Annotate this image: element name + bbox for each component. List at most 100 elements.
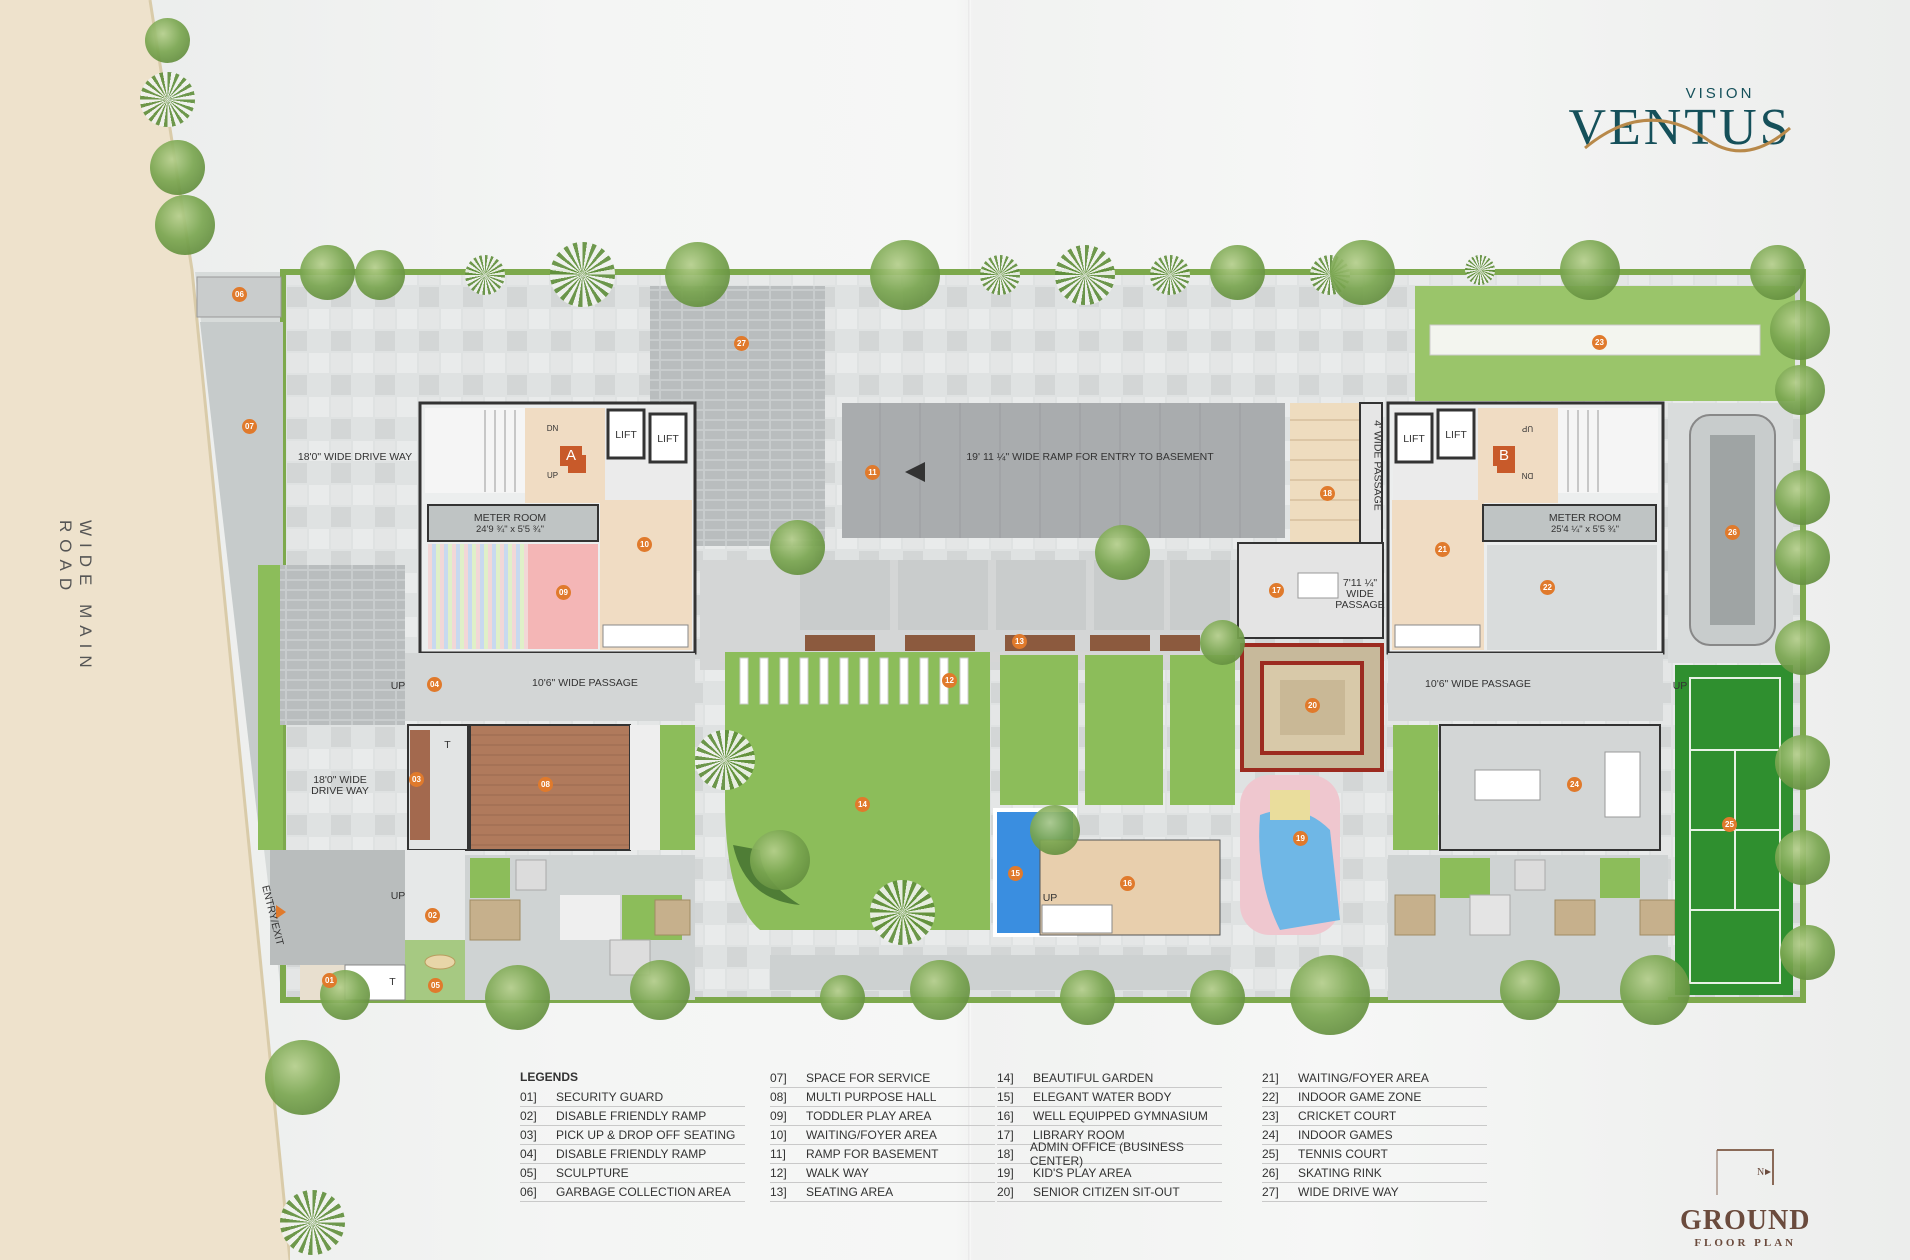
brand-logo: VISION VENTUS [1560, 85, 1800, 157]
legend-text: INDOOR GAME ZONE [1298, 1090, 1422, 1104]
drive-way-label-bottom: 18'0" WIDE DRIVE WAY [311, 774, 369, 797]
marker-01: 01 [322, 973, 337, 988]
tree [1210, 245, 1265, 300]
tree [265, 1040, 340, 1115]
tree [750, 830, 810, 890]
legend-text: TODDLER PLAY AREA [806, 1109, 932, 1123]
legend-num: 07] [770, 1071, 787, 1085]
legend-num: 26] [1262, 1166, 1279, 1180]
palm-tree [140, 72, 195, 127]
legend-item: 06]GARBAGE COLLECTION AREA [520, 1183, 745, 1202]
tree [355, 250, 405, 300]
legend-item: 04] DISABLE FRIENDLY RAMP [520, 1145, 745, 1164]
legend-text: SKATING RINK [1298, 1166, 1382, 1180]
legend-item: 16]WELL EQUIPPED GYMNASIUM [997, 1107, 1222, 1126]
lift-label: LIFT [615, 429, 637, 441]
passage-left-label: 10'6" WIDE PASSAGE [532, 677, 638, 689]
legend-item: 24]INDOOR GAMES [1262, 1126, 1487, 1145]
palm-tree [1150, 255, 1190, 295]
tree [150, 140, 205, 195]
legend-num: 02] [520, 1109, 537, 1123]
meter-room-left: METER ROOM [473, 512, 547, 524]
passage-4-label: 4' WIDE PASSAGE [1371, 420, 1384, 511]
tree [1775, 470, 1830, 525]
tree [1060, 970, 1115, 1025]
legend-item: 26] SKATING RINK [1262, 1164, 1487, 1183]
marker-04: 04 [427, 677, 442, 692]
meter-room-right: METER ROOM [1548, 512, 1622, 524]
legend-num: 21] [1262, 1071, 1279, 1085]
stair-up-label: UP [1521, 424, 1534, 433]
legend-text: MULTI PURPOSE HALL [806, 1090, 937, 1104]
stair-up-label: UP [546, 471, 559, 480]
legend-text: SPACE FOR SERVICE [806, 1071, 931, 1085]
passage-right-label: 10'6" WIDE PASSAGE [1425, 678, 1531, 690]
palm-tree [1055, 245, 1115, 305]
tree [1775, 830, 1830, 885]
marker-17: 17 [1269, 583, 1284, 598]
tree [630, 960, 690, 1020]
passage-7-label: 7'11 ¼" WIDE PASSAGE [1335, 577, 1385, 611]
legend-num: 04] [520, 1147, 537, 1161]
lift-label: LIFT [1445, 429, 1467, 441]
marker-11: 11 [865, 465, 880, 480]
legend-num: 08] [770, 1090, 787, 1104]
ramp-up-label: UP [390, 680, 406, 692]
tree [1770, 300, 1830, 360]
tree [870, 240, 940, 310]
marker-25: 25 [1722, 817, 1737, 832]
legend-text: RAMP FOR BASEMENT [806, 1147, 939, 1161]
drive-way-label-top: 18'0" WIDE DRIVE WAY [297, 451, 413, 463]
legend-col-1: LEGENDS 01]SECURITY GUARD 02]DISABLE FRI… [520, 1070, 745, 1202]
marker-14: 14 [855, 797, 870, 812]
legend-item: 19]KID'S PLAY AREA [997, 1164, 1222, 1183]
legend-num: 17] [997, 1128, 1014, 1142]
svg-text:N: N [1757, 1167, 1764, 1178]
toilet-label: T [444, 739, 451, 751]
tree [1500, 960, 1560, 1020]
legend-text: SENIOR CITIZEN SIT-OUT [1033, 1185, 1180, 1199]
legend-text: SCULPTURE [556, 1166, 629, 1180]
legend-text: BEAUTIFUL GARDEN [1033, 1071, 1154, 1085]
tree [1095, 525, 1150, 580]
legend-item: 25]TENNIS COURT [1262, 1145, 1487, 1164]
legend-item: 09]TODDLER PLAY AREA [770, 1107, 995, 1126]
legend-item: 22]INDOOR GAME ZONE [1262, 1088, 1487, 1107]
legend-item: 21]WAITING/FOYER AREA [1262, 1069, 1487, 1088]
legend-num: 01] [520, 1090, 537, 1104]
legend-text: WELL EQUIPPED GYMNASIUM [1033, 1109, 1208, 1123]
tree [1780, 925, 1835, 980]
block-a-label: A [560, 446, 582, 466]
tree [1775, 365, 1825, 415]
legend-text: DISABLE FRIENDLY RAMP [556, 1147, 707, 1161]
compass-icon: N [1716, 1149, 1775, 1195]
legend-num: 10] [770, 1128, 787, 1142]
legend-num: 05] [520, 1166, 537, 1180]
tree [770, 520, 825, 575]
marker-12: 12 [942, 673, 957, 688]
legend-text: SECURITY GUARD [556, 1090, 664, 1104]
palm-tree [870, 880, 935, 945]
legend-text: CRICKET COURT [1298, 1109, 1397, 1123]
legend-item: 03]PICK UP & DROP OFF SEATING [520, 1126, 745, 1145]
legend-item: 02]DISABLE FRIENDLY RAMP [520, 1107, 745, 1126]
tree [1750, 245, 1805, 300]
legend-num: 23] [1262, 1109, 1279, 1123]
legend-num: 06] [520, 1185, 537, 1199]
legend-item: 01] SECURITY GUARD [520, 1088, 745, 1107]
marker-23: 23 [1592, 335, 1607, 350]
legend-item: 13]SEATING AREA [770, 1183, 995, 1202]
legend-text: ELEGANT WATER BODY [1033, 1090, 1172, 1104]
legend-num: 19] [997, 1166, 1014, 1180]
legend-item: 20]SENIOR CITIZEN SIT-OUT [997, 1183, 1222, 1202]
marker-08: 08 [538, 777, 553, 792]
tree [485, 965, 550, 1030]
palm-tree [695, 730, 755, 790]
tree [1775, 530, 1830, 585]
legend-num: 14] [997, 1071, 1014, 1085]
legend-item: 12]WALK WAY [770, 1164, 995, 1183]
ramp-up-label: UP [390, 890, 406, 902]
marker-06: 06 [232, 287, 247, 302]
marker-24: 24 [1567, 777, 1582, 792]
